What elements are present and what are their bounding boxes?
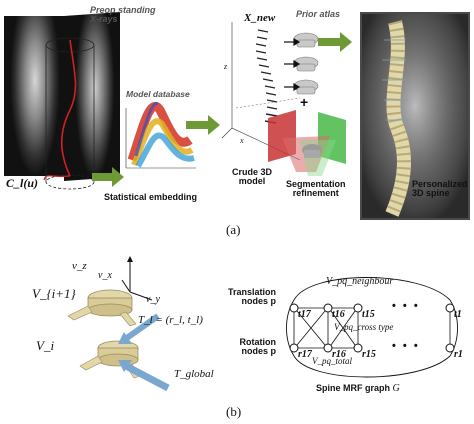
- mrf-graph-title: Spine MRF graph: [316, 383, 390, 393]
- model-database-label: Model database: [126, 89, 190, 99]
- personalized-label: Personalized 3D spine: [412, 179, 468, 199]
- neighbour-arc: [293, 277, 451, 301]
- axis-vy: [129, 291, 153, 301]
- vi-label: V_i: [36, 338, 55, 353]
- curve-label: C_l(u): [6, 176, 39, 190]
- green-arrow-3: [318, 32, 352, 52]
- mrf-graph-symbol: G: [392, 383, 400, 394]
- vertebra-upper: [67, 289, 137, 327]
- arrow-tglobal: [124, 362, 170, 392]
- curve-pointer: [43, 175, 71, 181]
- node-label-t17: t17: [298, 309, 311, 320]
- vi-plus-label: V_{i+1}: [32, 286, 76, 301]
- neighbour-potential-label: V_pq_neighbour: [326, 276, 394, 287]
- node-r16: [323, 343, 333, 353]
- vy-label: v_y: [146, 294, 160, 305]
- rotation-line1: Rotation: [239, 337, 277, 347]
- arrow-tl: [122, 313, 160, 343]
- ellipsis-top: • • •: [392, 300, 420, 312]
- crude-3d-model: [221, 22, 301, 161]
- personalized-spine: [360, 12, 470, 220]
- node-t17: [289, 303, 299, 313]
- vx-label: v_x: [98, 270, 112, 281]
- green-arrow-1: [92, 167, 124, 187]
- personalized-line1: Personalized: [412, 179, 468, 189]
- axis-vz-head: [127, 256, 133, 262]
- edge-r17-t16: [296, 310, 326, 346]
- vertebra-transform-figure: [67, 256, 170, 392]
- axis-x-label: x: [240, 136, 244, 145]
- statistical-embedding-label: Statistical embedding: [104, 192, 198, 202]
- model-database-plot: [125, 102, 196, 169]
- edge-r16-t15: [330, 310, 356, 346]
- axis-vx: [121, 279, 131, 293]
- node-r1: [445, 343, 455, 353]
- panel-b: v_z v_x v_y V_{i+1} V_i T_l = (r_l, t_l)…: [0, 250, 474, 424]
- rotation-line2: nodes p: [241, 346, 276, 357]
- rotation-nodes-label: Rotation nodes p: [222, 337, 277, 357]
- segmentation-line2: refinement: [292, 188, 339, 199]
- tglobal-label: T_global: [174, 368, 214, 380]
- arrow-tl-head: [118, 332, 132, 344]
- panel-a: Preop standing X-rays C_l(u) Model datab…: [4, 5, 470, 237]
- cross-potential-label: V_pq_cross type: [334, 322, 394, 332]
- prior-atlas-label: Prior atlas: [296, 9, 341, 19]
- node-label-r15: r15: [362, 349, 376, 360]
- crude-model-label: Crude 3D model: [232, 167, 273, 187]
- crude-model-line2: model: [238, 176, 266, 187]
- segmentation-label: Segmentation refinement: [286, 179, 346, 199]
- green-arrow-2: [186, 115, 220, 135]
- segmentation-line1: Segmentation: [286, 179, 346, 189]
- xray-image-frontal: [4, 16, 66, 176]
- caption-b: (b): [226, 404, 242, 419]
- tl-label: T_l = (r_l, t_l): [138, 314, 203, 326]
- caption-a: (a): [226, 222, 241, 237]
- node-t15: [353, 303, 363, 313]
- axis-z-label: z: [224, 62, 228, 71]
- node-t1: [445, 303, 455, 313]
- node-label-r1: r1: [454, 349, 463, 360]
- ellipsis-bottom: • • •: [392, 340, 420, 352]
- xray-label: Preop standing X-rays: [90, 5, 156, 25]
- node-label-t15: t15: [362, 309, 375, 320]
- node-label-r17: r17: [298, 349, 312, 360]
- translation-line2: nodes p: [241, 296, 276, 307]
- segmentation-planes: [268, 110, 346, 176]
- spine-curve: [60, 39, 77, 177]
- mrf-graph: [286, 277, 458, 378]
- mrf-graph-label: Spine MRF graph G: [316, 383, 400, 395]
- total-arc: [293, 355, 451, 378]
- crude-model-line1: Crude 3D: [232, 167, 273, 177]
- cylinder-bottom: [45, 174, 95, 190]
- node-label-r16: r16: [332, 349, 346, 360]
- vz-label: v_z: [72, 260, 87, 272]
- node-t16: [323, 303, 333, 313]
- node-label-t16: t16: [332, 309, 345, 320]
- xray-label-line1: Preop standing: [90, 5, 156, 15]
- panel-a-graphics: [43, 12, 470, 220]
- translation-line1: Translation: [227, 287, 276, 297]
- x-new-label: X_new: [244, 12, 276, 24]
- translation-nodes-label: Translation nodes p: [222, 287, 276, 307]
- node-label-t1: t1: [454, 309, 462, 320]
- total-potential-label: V_pq_total: [312, 356, 352, 366]
- node-r17: [289, 343, 299, 353]
- xray-label-line2: X-rays: [90, 14, 118, 25]
- personalized-line2: 3D spine: [412, 188, 450, 199]
- node-r15: [353, 343, 363, 353]
- arrow-tglobal-head: [118, 360, 132, 372]
- plus-sign: +: [300, 94, 309, 110]
- atlas-arrows: [284, 37, 301, 92]
